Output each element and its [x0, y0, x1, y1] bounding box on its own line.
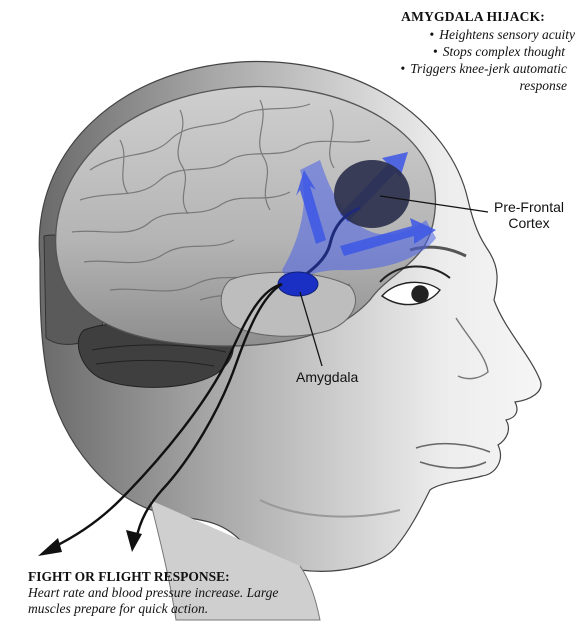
amygdala-hijack-callout: AMYGDALA HIJACK: •Heightens sensory acui…: [315, 8, 575, 94]
hijack-title: AMYGDALA HIJACK:: [315, 8, 545, 26]
fight-description: Heart rate and blood pressure increase. …: [28, 585, 298, 617]
hijack-item: •Triggers knee-jerk automatic response: [315, 60, 567, 94]
response-arrowheads: [38, 530, 142, 556]
amygdala-label: Amygdala: [296, 369, 358, 385]
hijack-list: •Heightens sensory acuity •Stops complex…: [315, 26, 575, 94]
fight-or-flight-callout: FIGHT OR FLIGHT RESPONSE: Heart rate and…: [28, 568, 328, 617]
fight-title: FIGHT OR FLIGHT RESPONSE:: [28, 568, 328, 585]
prefrontal-cortex-label: Pre-Frontal Cortex: [479, 199, 579, 231]
amygdala-region: [278, 272, 318, 296]
hijack-item: •Stops complex thought: [315, 43, 565, 60]
hijack-item: •Heightens sensory acuity: [315, 26, 575, 43]
